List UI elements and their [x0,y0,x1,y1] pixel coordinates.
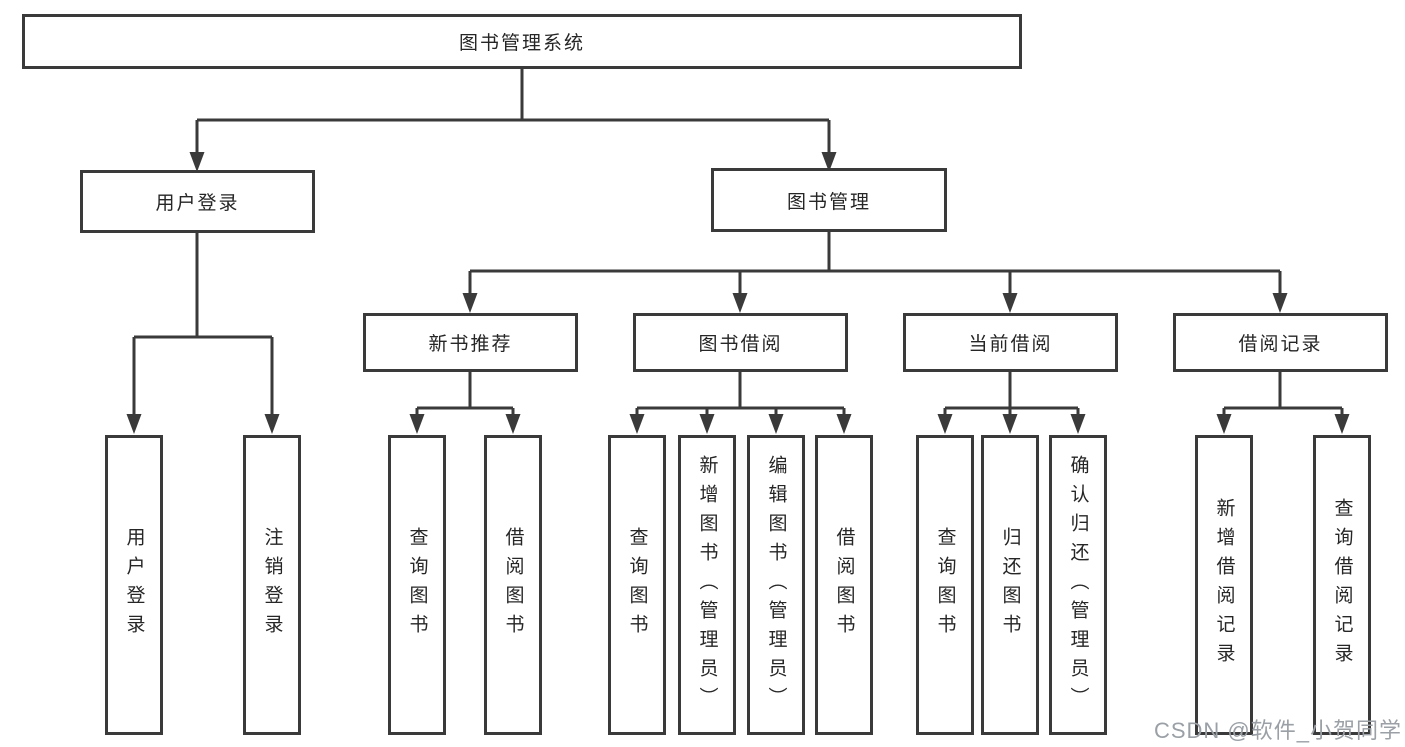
leaf-label: 编辑图书（管理员） [765,454,787,716]
leaf-add-borrow-record: 新增借阅记录 [1195,435,1253,735]
node-label: 当前借阅 [968,334,1053,355]
node-label: 用户登录 [155,193,240,214]
leaf-query-books-1: 查询图书 [388,435,446,735]
leaf-label: 借阅图书 [502,527,524,643]
node-book-management-module: 图书管理 [711,168,947,232]
node-new-book-recommend: 新书推荐 [363,313,578,372]
leaf-label: 查询图书 [934,527,956,643]
node-label: 图书管理 [786,191,871,213]
node-current-borrow: 当前借阅 [903,313,1118,372]
leaf-borrow-books-2: 借阅图书 [815,435,873,735]
leaf-label: 确认归还（管理员） [1067,454,1089,716]
arrowheads [126,152,1350,434]
node-label: 图书借阅 [698,334,783,355]
leaf-add-books-admin: 新增图书（管理员） [678,435,736,735]
node-user-login-module: 用户登录 [80,170,315,233]
leaf-borrow-books-1: 借阅图书 [484,435,542,735]
leaf-label: 查询借阅记录 [1331,498,1353,672]
node-root-system: 图书管理系统 [22,14,1022,69]
leaf-confirm-return-admin: 确认归还（管理员） [1049,435,1107,735]
leaf-logout: 注销登录 [243,435,301,735]
leaf-label: 新增借阅记录 [1213,498,1235,672]
node-label: 新书推荐 [428,334,513,355]
leaf-query-books-3: 查询图书 [916,435,974,735]
leaf-label: 借阅图书 [833,527,855,643]
leaf-edit-books-admin: 编辑图书（管理员） [747,435,805,735]
node-label: 借阅记录 [1238,334,1323,355]
leaf-return-books: 归还图书 [981,435,1039,735]
leaf-label: 归还图书 [999,527,1021,643]
leaf-user-login: 用户登录 [105,435,163,735]
leaf-label: 新增图书（管理员） [696,454,718,716]
csdn-watermark: CSDN @软件_小贺同学 [1153,718,1402,743]
leaf-label: 查询图书 [626,527,648,643]
leaf-label: 查询图书 [406,527,428,643]
leaf-query-borrow-record: 查询借阅记录 [1313,435,1371,735]
node-book-borrow: 图书借阅 [633,313,848,372]
leaf-label: 用户登录 [123,527,145,643]
leaf-query-books-2: 查询图书 [608,435,666,735]
node-borrow-record: 借阅记录 [1173,313,1388,372]
leaf-label: 注销登录 [261,527,283,643]
node-root-label: 图书管理系统 [458,33,585,54]
